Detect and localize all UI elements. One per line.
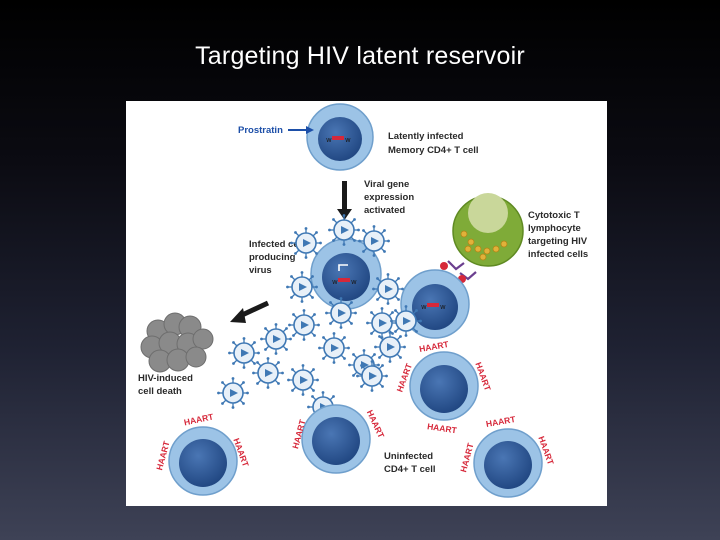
haart-cell-2: HAART HAART HAART	[154, 411, 251, 496]
slide-title: Targeting HIV latent reservoir	[195, 42, 525, 70]
receptor-binding	[447, 260, 477, 281]
infected-label-2: producing	[249, 252, 296, 263]
cytotoxic-t-cell	[452, 193, 524, 267]
svg-text:w: w	[421, 303, 427, 311]
svg-text:w: w	[351, 278, 357, 286]
latent-label-2: Memory CD4+ T cell	[388, 145, 479, 156]
ctl-label-3: targeting HIV	[528, 236, 588, 247]
haart-label: HAART	[183, 411, 215, 427]
infected-label-1: Infected cell	[249, 239, 304, 250]
haart-label: HAART	[427, 421, 459, 435]
svg-text:w: w	[332, 278, 338, 286]
uninfected-label-1: Uninfected	[384, 451, 433, 462]
svg-text:w: w	[440, 303, 446, 311]
viral-label-2: expression	[364, 192, 414, 203]
haart-cell-3: HAART HAART	[290, 404, 387, 474]
death-label-1: HIV-induced	[138, 373, 193, 384]
prostratin-label: Prostratin	[238, 125, 283, 136]
viral-label-3: activated	[364, 205, 405, 216]
haart-label: HAART	[458, 441, 476, 473]
ctl-label-4: infected cells	[528, 249, 588, 260]
virion-cluster	[216, 213, 423, 424]
down-arrow	[337, 181, 352, 220]
ctl-label-2: lymphocyte	[528, 223, 581, 234]
left-arrow	[230, 300, 270, 323]
haart-cell-1: HAART HAART HAART HAART	[394, 339, 493, 436]
latent-label-1: Latently infected	[388, 131, 464, 142]
dead-cell-cluster	[140, 312, 214, 373]
viral-label-1: Viral gene	[364, 179, 409, 190]
haart-label: HAART	[485, 414, 517, 429]
ctl-label-1: Cytotoxic T	[528, 210, 580, 221]
haart-cell-4: HAART HAART HAART	[458, 414, 556, 498]
death-label-2: cell death	[138, 386, 182, 397]
svg-text:w: w	[326, 136, 332, 144]
infected-label-3: virus	[249, 265, 272, 276]
svg-text:w: w	[345, 136, 351, 144]
uninfected-label-2: CD4+ T cell	[384, 464, 435, 475]
